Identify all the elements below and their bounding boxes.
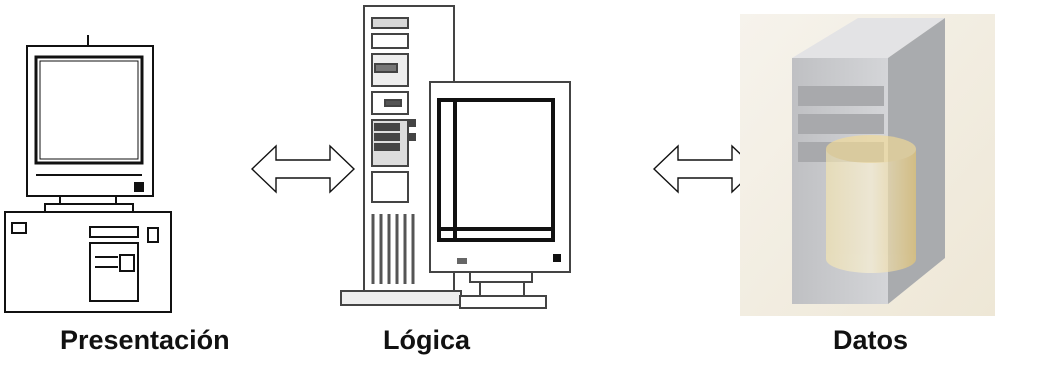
tier-label-logic: Lógica	[383, 325, 471, 355]
tier-label-data: Datos	[833, 325, 909, 355]
double-arrow-icon	[250, 144, 356, 194]
tier-label-presentation: Presentación	[60, 325, 230, 355]
database-server-icon	[740, 14, 995, 316]
desktop-pc-icon	[4, 35, 172, 313]
tower-server-with-monitor-icon	[340, 5, 571, 309]
